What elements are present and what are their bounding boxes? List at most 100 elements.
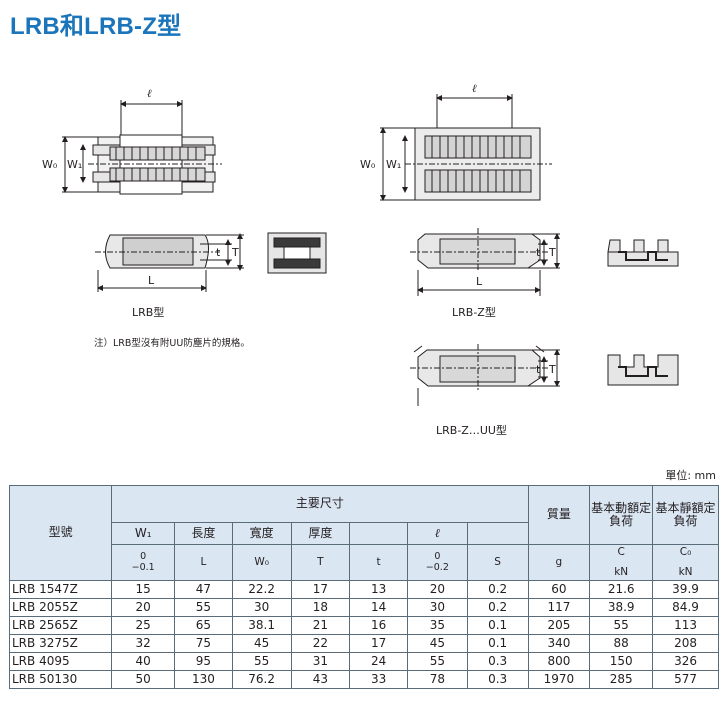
value-cell: 39.9 — [652, 580, 719, 599]
value-cell: 13 — [349, 580, 408, 599]
value-cell: 55 — [406, 652, 468, 671]
value-cell: 800 — [527, 652, 591, 671]
lrbz-dim-w1: W₁ — [386, 158, 401, 171]
value-cell: 20 — [406, 580, 468, 599]
lrb-side-view — [95, 233, 244, 292]
value-cell: 24 — [349, 652, 408, 671]
lrb-end-view — [267, 232, 327, 274]
sub-header-top — [349, 522, 408, 545]
footnote: 注）LRB型沒有附UU防塵片的規格。 — [94, 338, 250, 349]
unit-kN: kN — [614, 565, 629, 578]
value-cell: 205 — [527, 616, 591, 635]
value-cell: 38.1 — [231, 616, 292, 635]
lrbzuu-end-view — [607, 354, 679, 386]
value-cell: 31 — [290, 652, 351, 671]
sub-header-l: 0−0.2 — [406, 544, 468, 581]
lrb-dim-w0: W₀ — [42, 158, 58, 171]
model-cell: LRB 3275Z — [8, 634, 113, 653]
tolerance-upper: 0 — [434, 551, 441, 563]
sub-header-W0: W₀ — [231, 544, 292, 581]
value-cell: 88 — [589, 634, 654, 653]
symbol-C0: C₀ — [679, 545, 692, 558]
header-dynamic-load: 基本動額定負荷 — [589, 485, 654, 545]
lrb-dim-w1: W₁ — [67, 158, 82, 171]
caption-lrbz: LRB-Z型 — [452, 306, 496, 319]
value-cell: 0.1 — [466, 616, 529, 635]
lrbz-top-view — [380, 94, 552, 201]
value-cell: 30 — [231, 598, 292, 617]
lrbz-dim-l: ℓ — [472, 82, 477, 95]
value-cell: 60 — [527, 580, 591, 599]
value-cell: 117 — [527, 598, 591, 617]
lrbzuu-dim-T: T — [548, 363, 556, 376]
value-cell: 285 — [589, 670, 654, 689]
value-cell: 55 — [231, 652, 292, 671]
value-cell: 76.2 — [231, 670, 292, 689]
value-cell: 32 — [111, 634, 176, 653]
lrb-dim-t: t — [216, 246, 221, 259]
value-cell: 21.6 — [589, 580, 654, 599]
value-cell: 55 — [589, 616, 654, 635]
value-cell: 22.2 — [231, 580, 292, 599]
value-cell: 21 — [290, 616, 351, 635]
lrbz-dim-L: L — [476, 275, 483, 288]
sub-header-T: T — [290, 544, 351, 581]
sub-header-w1: 0−0.1 — [111, 544, 176, 581]
lrbz-dim-w0: W₀ — [360, 158, 376, 171]
value-cell: 40 — [111, 652, 176, 671]
value-cell: 33 — [349, 670, 408, 689]
sub-header-L: L — [174, 544, 233, 581]
header-mass: 質量 — [527, 485, 591, 545]
tolerance-lower: −0.1 — [131, 561, 155, 573]
value-cell: 95 — [174, 652, 233, 671]
value-cell: 84.9 — [652, 598, 719, 617]
value-cell: 38.9 — [589, 598, 654, 617]
value-cell: 113 — [652, 616, 719, 635]
header-static-load: 基本靜額定負荷 — [652, 485, 719, 545]
value-cell: 14 — [349, 598, 408, 617]
model-cell: LRB 2055Z — [8, 598, 113, 617]
value-cell: 35 — [406, 616, 468, 635]
value-cell: 20 — [111, 598, 176, 617]
lrbz-dim-t: t — [536, 246, 541, 259]
value-cell: 30 — [406, 598, 468, 617]
symbol-C: C — [617, 545, 625, 558]
model-cell: LRB 1547Z — [8, 580, 113, 599]
value-cell: 50 — [111, 670, 176, 689]
caption-lrb: LRB型 — [132, 306, 165, 319]
page-title: LRB和LRB-Z型 — [10, 13, 182, 40]
value-cell: 18 — [290, 598, 351, 617]
spec-table: 型號 主要尺寸 質量 基本動額定負荷 基本靜額定負荷 W₁ 長度 寬度 厚度 ℓ… — [8, 485, 719, 689]
sub-header-t: t — [349, 544, 408, 581]
sub-header-top: W₁ — [111, 522, 176, 545]
value-cell: 340 — [527, 634, 591, 653]
model-cell: LRB 50130 — [8, 670, 113, 689]
sub-header-top — [466, 522, 529, 545]
value-cell: 0.2 — [466, 580, 529, 599]
lrb-top-view — [62, 100, 222, 195]
value-cell: 0.1 — [466, 634, 529, 653]
lrb-dim-l: ℓ — [147, 87, 152, 100]
value-cell: 0.2 — [466, 598, 529, 617]
lrb-dim-L: L — [148, 274, 155, 287]
technical-drawings: ℓ W₀ W₁ L t T — [42, 82, 679, 406]
lrbz-end-view — [607, 239, 679, 267]
value-cell: 43 — [290, 670, 351, 689]
value-cell: 15 — [111, 580, 176, 599]
value-cell: 208 — [652, 634, 719, 653]
lrb-dim-T: T — [231, 246, 239, 259]
value-cell: 130 — [174, 670, 233, 689]
sub-header-top: ℓ — [406, 522, 468, 545]
model-cell: LRB 4095 — [8, 652, 113, 671]
value-cell: 75 — [174, 634, 233, 653]
unit-label: 單位: mm — [665, 469, 716, 482]
value-cell: 1970 — [527, 670, 591, 689]
value-cell: 577 — [652, 670, 719, 689]
value-cell: 45 — [406, 634, 468, 653]
